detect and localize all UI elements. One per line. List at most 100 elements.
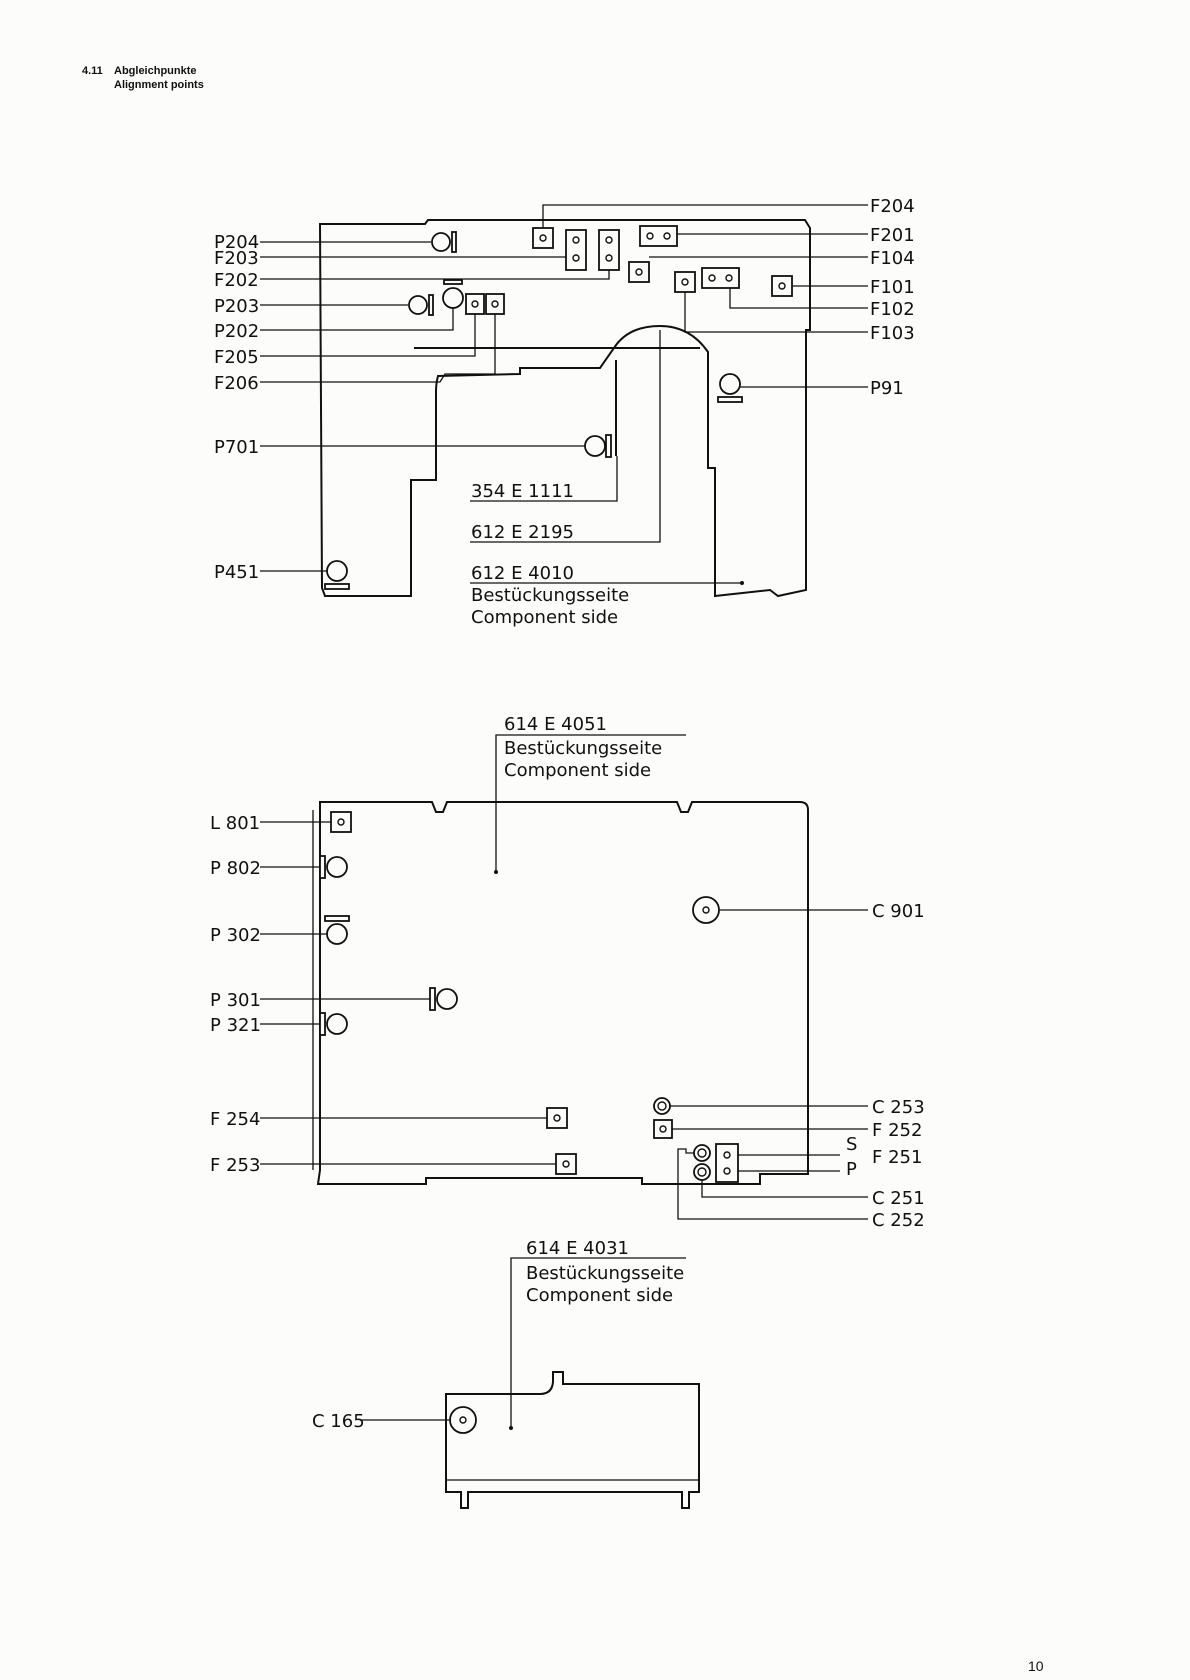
part-number-354e1111: 354 E 1111 xyxy=(471,481,574,502)
board-3-leaders xyxy=(360,1257,686,1430)
trimmer-p451-body xyxy=(324,583,350,590)
label-s: S xyxy=(846,1134,857,1155)
trimmer-p203-body xyxy=(428,294,434,316)
trimmer-p321-icon xyxy=(326,1013,348,1035)
coil-f101-icon xyxy=(771,275,793,297)
board-2-leaders xyxy=(260,734,868,1220)
trimmer-p451-icon xyxy=(326,560,348,582)
label-p451: P451 xyxy=(214,562,259,583)
board-2-labels: 614 E 4051 Bestückungsseite Component si… xyxy=(210,714,925,1231)
part-number-612e2195: 612 E 2195 xyxy=(471,522,574,543)
board-2-caption-de: Bestückungsseite xyxy=(504,738,662,759)
label-p301: P 301 xyxy=(210,990,261,1011)
label-p802: P 802 xyxy=(210,858,261,879)
board-1-caption-en: Component side xyxy=(471,607,618,628)
coil-f251-icon xyxy=(715,1143,739,1183)
label-p202: P202 xyxy=(214,321,259,342)
board-1: P204 F203 F202 P203 P202 F205 F206 P701 … xyxy=(214,196,915,628)
label-f103: F103 xyxy=(870,323,915,344)
board-3: 614 E 4031 Bestückungsseite Component si… xyxy=(312,1238,700,1509)
board-2-caption-en: Component side xyxy=(504,760,651,781)
label-c253: C 253 xyxy=(872,1097,925,1118)
label-p321: P 321 xyxy=(210,1015,261,1036)
label-f203: F203 xyxy=(214,248,259,269)
label-f205: F205 xyxy=(214,347,259,368)
section-title-en: Alignment points xyxy=(114,79,204,91)
board-3-labels: 614 E 4031 Bestückungsseite Component si… xyxy=(312,1238,684,1432)
capacitor-c253-icon xyxy=(653,1097,671,1115)
label-l801: L 801 xyxy=(210,813,260,834)
board-3-caption-en: Component side xyxy=(526,1285,673,1306)
coil-f252-icon xyxy=(653,1119,673,1139)
trimmer-p91-icon xyxy=(719,373,741,395)
trimmer-p321-body xyxy=(319,1012,326,1036)
capacitor-c165-icon xyxy=(449,1406,477,1434)
label-p: P xyxy=(846,1159,857,1180)
capacitor-c251-icon xyxy=(693,1144,711,1162)
board-1-components xyxy=(324,225,793,590)
board-3-caption-de: Bestückungsseite xyxy=(526,1263,684,1284)
label-f204: F204 xyxy=(870,196,915,217)
label-c252: C 252 xyxy=(872,1210,925,1231)
trimmer-p301-body xyxy=(429,987,436,1011)
part-number-614e4051: 614 E 4051 xyxy=(504,714,607,735)
part-number-612e4010: 612 E 4010 xyxy=(471,563,574,584)
board-2: 614 E 4051 Bestückungsseite Component si… xyxy=(210,714,925,1231)
section-header: 4.11 Abgleichpunkte Alignment points xyxy=(82,64,204,92)
label-f206: F206 xyxy=(214,373,259,394)
coil-l801-icon xyxy=(330,811,352,833)
coil-f202-icon xyxy=(598,229,620,271)
trimmer-p302-icon xyxy=(326,923,348,945)
board-1-leaders xyxy=(260,204,868,585)
coil-f103-icon xyxy=(674,271,696,293)
trimmer-p701-icon xyxy=(584,435,606,457)
label-p302: P 302 xyxy=(210,925,261,946)
trimmer-p802-body xyxy=(319,855,326,879)
trimmer-p203-icon xyxy=(408,295,428,315)
board-1-outline xyxy=(318,219,811,598)
coil-f104-icon xyxy=(628,261,650,283)
board-1-caption-de: Bestückungsseite xyxy=(471,585,629,606)
label-p203: P203 xyxy=(214,296,259,317)
board-3-outline xyxy=(445,1371,700,1509)
trimmer-p91-body xyxy=(717,396,743,403)
coil-f253-icon xyxy=(555,1153,577,1175)
label-f201: F201 xyxy=(870,225,915,246)
label-f254: F 254 xyxy=(210,1109,260,1130)
coil-f102-icon xyxy=(701,267,740,289)
coil-f254-icon xyxy=(546,1107,568,1129)
part-number-614e4031: 614 E 4031 xyxy=(526,1238,629,1259)
section-number: 4.11 xyxy=(82,65,103,77)
coil-f205-icon xyxy=(465,293,485,315)
board-2-outline xyxy=(316,801,809,1185)
page-number: 10 xyxy=(1028,1658,1044,1674)
label-f253: F 253 xyxy=(210,1155,260,1176)
trimmer-p301-icon xyxy=(436,988,458,1010)
label-c251: C 251 xyxy=(872,1188,925,1209)
trimmer-p204-icon xyxy=(431,232,451,252)
label-f102: F102 xyxy=(870,299,915,320)
section-title-de: Abgleichpunkte xyxy=(114,65,197,77)
label-p204: P204 xyxy=(214,232,259,253)
label-f202: F202 xyxy=(214,270,259,291)
label-f101: F101 xyxy=(870,277,915,298)
coil-f206-icon xyxy=(485,293,505,315)
trimmer-p802-icon xyxy=(326,856,348,878)
capacitor-c252-icon xyxy=(693,1163,711,1181)
label-f252: F 252 xyxy=(872,1120,922,1141)
label-p701: P701 xyxy=(214,437,259,458)
label-f104: F104 xyxy=(870,248,915,269)
trimmer-p302-body xyxy=(324,915,350,922)
board-1-labels: P204 F203 F202 P203 P202 F205 F206 P701 … xyxy=(214,196,915,628)
trimmer-p204-body xyxy=(451,231,457,253)
label-c165: C 165 xyxy=(312,1411,365,1432)
coil-f204-icon xyxy=(532,227,554,249)
label-p91: P91 xyxy=(870,378,904,399)
coil-f201-icon xyxy=(639,225,678,247)
trimmer-p701-body xyxy=(605,434,612,458)
capacitor-c901-icon xyxy=(692,896,720,924)
board-2-components xyxy=(319,811,739,1183)
trimmer-p202-icon xyxy=(442,287,464,309)
label-c901: C 901 xyxy=(872,901,925,922)
